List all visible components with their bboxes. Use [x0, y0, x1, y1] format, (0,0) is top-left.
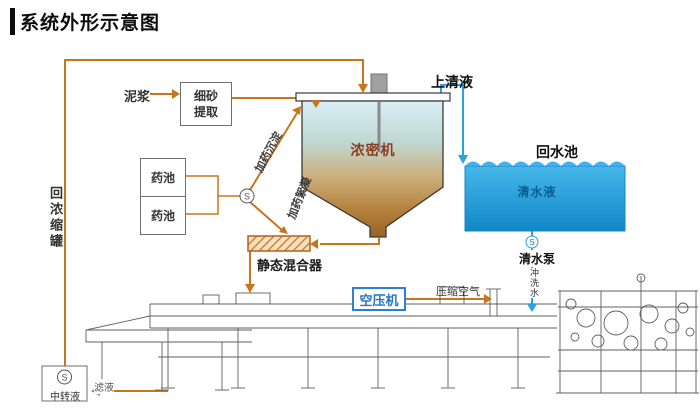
chemical-pool-label: 药池 — [150, 171, 175, 185]
pump-icon — [525, 235, 539, 249]
thickener-label: 浓密机 — [350, 142, 396, 158]
pump-icon — [239, 188, 255, 204]
clear-water-pump-symbol: S — [525, 235, 539, 249]
belt-filter-press-drawing — [85, 273, 699, 394]
return-water-pool — [464, 161, 626, 232]
filtrate-label: 滤液 — [94, 379, 114, 394]
chemical-pool-label: 药池 — [150, 209, 175, 223]
return-pool-label: 回水池 — [536, 144, 578, 160]
flush-water-label: 冲洗水 — [528, 268, 541, 298]
pump-icon-letter: S — [244, 192, 250, 202]
transfer-liquid-label: 中转液 — [50, 392, 80, 403]
dosing-pump: S — [239, 188, 255, 204]
water-wave — [465, 161, 625, 166]
air-compressor-label: 空压机 — [359, 292, 399, 308]
thickener-tank — [295, 73, 451, 238]
pump-icon-letter: S — [529, 238, 534, 247]
fine-sand-label-line2: 提取 — [193, 105, 218, 119]
fine-sand-extraction-box: 细砂 提取 — [180, 82, 232, 126]
return-concentrate-label: 回浓缩罐 — [48, 186, 63, 250]
page-title: 系统外形示意图 — [10, 8, 160, 35]
chemical-pool-box-1: 药池 — [140, 158, 186, 197]
static-mixer-label: 静态混合器 — [257, 258, 323, 273]
clear-water-label: 清水液 — [517, 185, 557, 199]
chemical-pool-box-2: 药池 — [140, 196, 186, 235]
pump-icon — [57, 369, 72, 385]
thickener-body — [301, 100, 444, 238]
supernatant-label: 上清液 — [431, 74, 473, 90]
fine-sand-label-line1: 细砂 — [193, 89, 218, 103]
clear-water-pump-label: 清水泵 — [513, 250, 561, 267]
transfer-tank-box: S — [41, 365, 88, 402]
compressed-air-label: 压缩空气 — [436, 286, 480, 298]
static-mixer-box — [247, 235, 311, 252]
thickener-rim — [295, 92, 451, 102]
air-compressor-box: 空压机 — [352, 287, 406, 311]
pump-icon-letter: S — [61, 373, 67, 383]
mud-label: 泥浆 — [124, 89, 151, 104]
flow-arrows — [91, 84, 537, 396]
